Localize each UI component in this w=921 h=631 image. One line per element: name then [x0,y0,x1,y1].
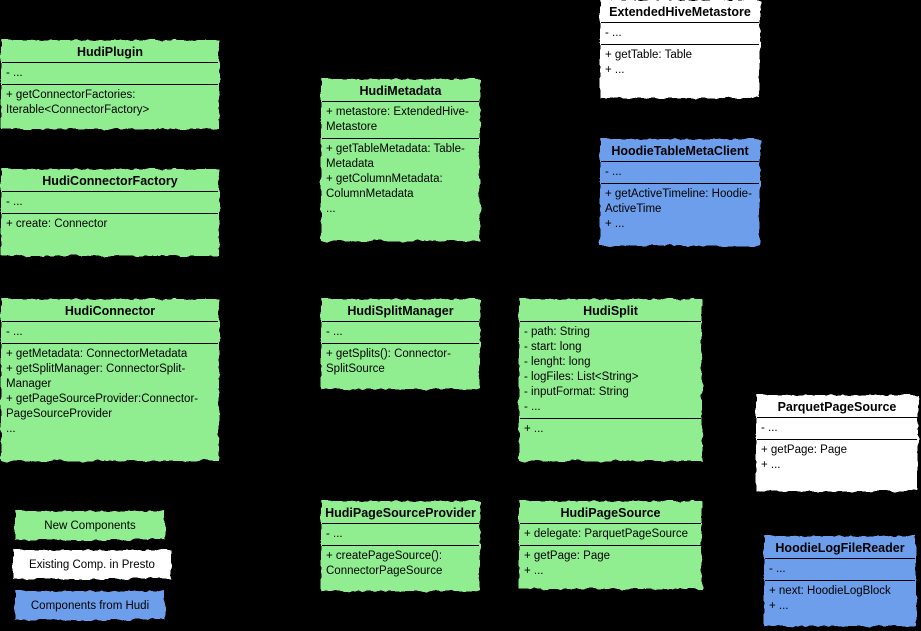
class-name: ParquetPageSource [777,400,897,414]
class-name: HoodieLogFileReader [775,541,905,555]
class-box-hoodielogfilereader: HoodieLogFileReader - ... + next: Hoodie… [764,536,916,626]
class-methods: + getActiveTimeline: Hoodie- ActiveTime … [601,183,759,235]
class-methods: + getTableMetadata: Table- Metadata + ge… [322,138,479,220]
box-fill [321,299,480,389]
box-fill [1,169,219,256]
legend-swatch [13,550,171,579]
class-name: ExtendedHiveMetastore [609,5,751,19]
class-attributes: - ... [601,22,759,44]
legend-label: Components from Hudi [30,599,150,612]
legend-swatch [15,511,165,540]
class-methods: + getConnectorFactories: Iterable<Connec… [2,84,218,121]
class-methods: + ... [520,418,701,440]
class-methods: + create: Connector [2,213,218,235]
class-attributes: + metastore: ExtendedHive- Metastore [322,101,479,138]
class-box-hudimetadata: HudiMetadata + metastore: ExtendedHive- … [321,79,480,241]
legend-label: Existing Comp. in Presto [29,558,155,571]
box-fill [764,536,916,626]
class-attributes: + delegate: ParquetPageSource [520,523,701,545]
class-name: HudiPlugin [77,45,143,59]
box-fill [600,139,760,246]
class-box-hudisplit: HudiSplit - path: String - start: long -… [519,299,702,461]
class-name: HudiPageSource [560,506,661,520]
class-box-hoodietablemetaclient: HoodieTableMetaClient - ... + getActiveT… [600,139,760,246]
class-box-hudisplitmanager: HudiSplitManager - ... + getSplits(): Co… [321,299,480,389]
class-box-extendedhivemetastore: ExtendedHiveMetastore - ... + getTable: … [600,0,760,98]
class-box-hudipagesourceprovider: HudiPageSourceProvider - ... + createPag… [321,501,480,591]
class-name: HoodieTableMetaClient [611,144,749,158]
class-attributes: - ... [757,417,917,439]
box-fill [321,501,480,591]
class-box-hudiconnector: HudiConnector - ... + getMetadata: Conne… [1,299,219,461]
class-name: HudiSplitManager [347,304,454,318]
class-box-hudiplugin: HudiPlugin - ... + getConnectorFactories… [1,40,219,129]
class-attributes: - ... [322,523,479,545]
class-name: HudiSplit [583,304,638,318]
box-fill [600,0,760,98]
class-attributes: - path: String - start: long - lenght: l… [520,321,701,418]
class-name: HudiMetadata [359,84,442,98]
class-attributes: - ... [2,62,218,84]
legend-existing-presto: Existing Comp. in Presto [13,550,171,579]
class-methods: + getPage: Page + ... [520,545,701,582]
class-methods: + getSplits(): Connector- SplitSource [322,343,479,380]
class-name: HudiConnectorFactory [42,174,178,188]
legend-swatch [15,591,165,620]
box-fill [519,299,702,461]
class-attributes: - ... [601,161,759,183]
class-methods: + getTable: Table + ... [601,44,759,81]
legend-label: New Components [44,519,136,532]
class-methods: + getMetadata: ConnectorMetadata + getSp… [2,343,218,440]
class-attributes: - ... [322,321,479,343]
class-methods: + createPageSource(): ConnectorPageSourc… [322,545,479,582]
class-box-hudiconnectorfactory: HudiConnectorFactory - ... + create: Con… [1,169,219,256]
legend-new-components: New Components [15,511,165,540]
class-attributes: - ... [2,321,218,343]
class-attributes: - ... [765,558,915,580]
class-methods: + getPage: Page + ... [757,439,917,476]
box-fill [321,79,480,241]
class-name: HudiPageSourceProvider [325,506,476,520]
box-fill [756,395,918,491]
class-methods: + next: HoodieLogBlock + ... [765,580,915,617]
class-box-parquetpagesource: ParquetPageSource - ... + getPage: Page … [756,395,918,491]
class-box-hudipagesource: HudiPageSource + delegate: ParquetPageSo… [519,501,702,589]
box-fill [1,299,219,461]
legend-components-from-hudi: Components from Hudi [15,591,165,620]
class-name: HudiConnector [64,304,156,318]
class-attributes: - ... [2,191,218,213]
